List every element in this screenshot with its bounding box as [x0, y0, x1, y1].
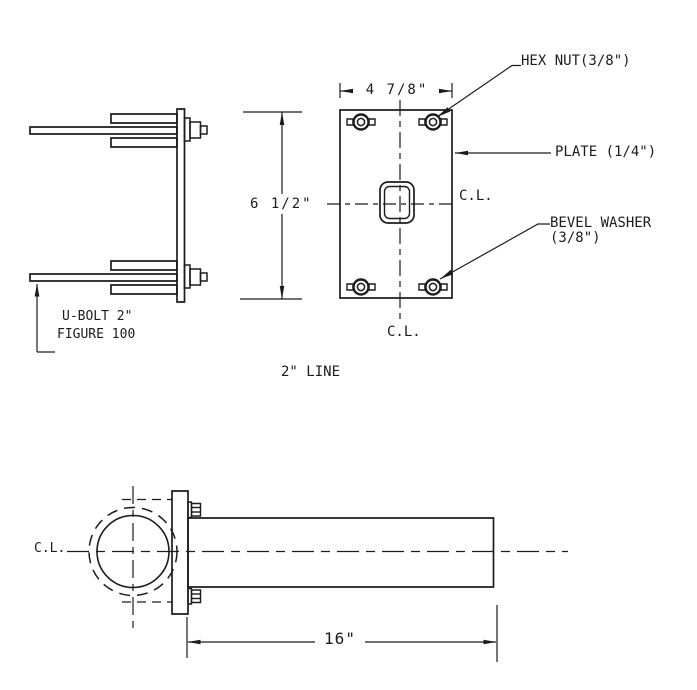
plate-edge [172, 491, 188, 614]
center-lines [327, 100, 457, 322]
bevel-washer-size: (3/8") [550, 230, 601, 246]
arrowhead [187, 639, 201, 645]
arrowhead [279, 112, 285, 125]
plate-width-dimension: 4 7/8" [365, 82, 429, 98]
arrowhead [440, 269, 454, 279]
bevel-washer-leader [440, 224, 550, 279]
ubolt-rod-bottom [30, 274, 177, 281]
bolt-symbol-top-right [419, 115, 447, 130]
pipe-line-label: 2" LINE [281, 364, 341, 380]
arrowhead [34, 283, 40, 297]
pipe-bar [111, 114, 177, 123]
plate-front-view [240, 66, 551, 323]
bevel-washer-label: BEVEL WASHER [550, 215, 652, 231]
arrowhead [439, 88, 452, 94]
plate-face [340, 110, 452, 298]
plate-label: PLATE (1/4") [555, 144, 657, 160]
center-lines [67, 486, 568, 628]
bolt-symbol-bottom-left [347, 280, 375, 295]
arrowhead [455, 150, 468, 156]
plate-edge [177, 109, 185, 302]
ubolt-side-view [30, 109, 207, 352]
bolt-symbol-bottom-right [419, 280, 447, 295]
pipe-circle [97, 516, 169, 588]
arrowhead [483, 639, 497, 645]
hex-nut-leader [437, 66, 521, 118]
assembly-side-view [67, 486, 568, 662]
dimension-plate-width [340, 83, 452, 98]
cl-bottom-label: C.L. [387, 324, 421, 340]
ubolt-leader-line [34, 283, 55, 353]
ubolt-label: U-BOLT 2" [62, 309, 133, 324]
hex-nut-label: HEX NUT(3/8") [521, 53, 631, 69]
hex-nut-side-bottom [188, 589, 201, 605]
ubolt-circle [89, 508, 177, 596]
ubolt-rod-top [30, 127, 177, 134]
bolt-symbol-top-left [347, 115, 375, 130]
plate-height-dimension: 6 1/2" [250, 196, 313, 212]
square-tube [380, 182, 414, 223]
arrowhead [437, 107, 451, 117]
pipe-bar [111, 261, 177, 270]
hex-nut-side-bottom [185, 265, 208, 288]
hex-nut-side-top [185, 118, 208, 141]
cl-left-label: C.L. [34, 541, 66, 556]
tube-body [188, 518, 494, 587]
ubolt-figure-label: FIGURE 100 [57, 327, 136, 342]
pipe-bar [111, 138, 177, 147]
dimension-plate-height [240, 112, 302, 299]
dimension-tube-length [187, 605, 497, 662]
arrowhead [340, 88, 353, 94]
arrowhead [279, 286, 285, 299]
tube-length-dimension: 16" [324, 629, 356, 648]
cl-right-label: C.L. [459, 188, 493, 204]
plate-leader [455, 150, 551, 156]
hex-nut-side-top [188, 502, 201, 518]
pipe-bar [111, 285, 177, 294]
